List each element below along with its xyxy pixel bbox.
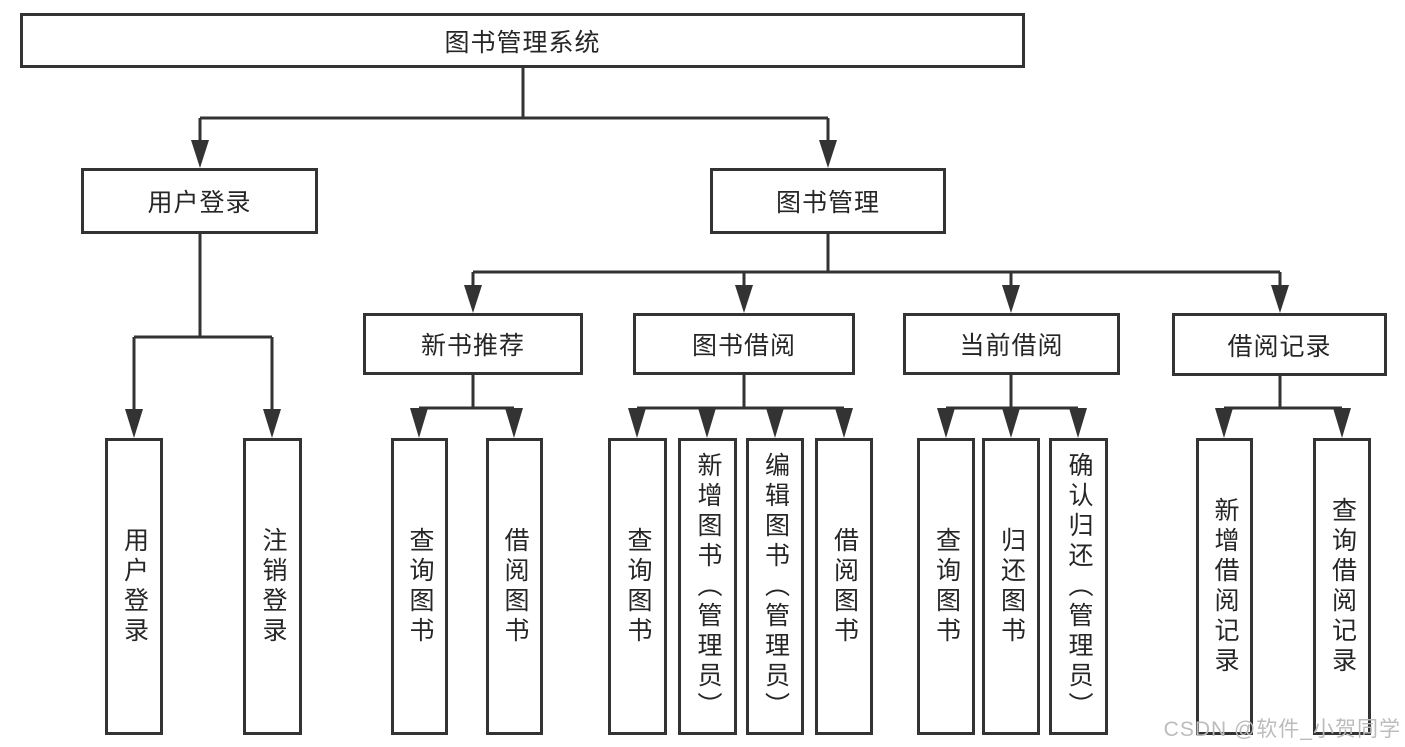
arrow-down-icon [125, 409, 143, 438]
arrow-down-icon [698, 408, 716, 438]
leaf-current-return-book: 归还图书 [982, 438, 1040, 735]
arrow-down-icon [819, 140, 837, 168]
node-book-borrow: 图书借阅 [633, 313, 855, 375]
arrow-down-icon [464, 285, 482, 313]
watermark: CSDN @软件_小贺同学 [1163, 718, 1401, 741]
arrow-down-icon [628, 408, 646, 438]
node-root: 图书管理系统 [20, 13, 1025, 68]
node-book-management: 图书管理 [710, 168, 946, 234]
arrow-down-icon [835, 408, 853, 438]
arrow-down-icon [263, 409, 281, 438]
arrow-down-icon [410, 408, 428, 438]
leaf-newrec-query-book: 查询图书 [391, 438, 448, 735]
leaf-record-query-record: 查询借阅记录 [1313, 438, 1371, 735]
arrow-down-icon [735, 285, 753, 313]
leaf-record-add-record: 新增借阅记录 [1196, 438, 1253, 735]
leaf-user-login: 用户登录 [105, 438, 163, 735]
arrow-down-icon [1215, 408, 1233, 438]
node-current-borrow: 当前借阅 [903, 313, 1120, 375]
leaf-logout: 注销登录 [243, 438, 302, 735]
leaf-newrec-borrow-book: 借阅图书 [486, 438, 543, 735]
arrow-down-icon [937, 408, 955, 438]
arrow-down-icon [766, 408, 784, 438]
arrow-down-icon [505, 408, 523, 438]
leaf-borrow-borrow-book: 借阅图书 [815, 438, 873, 735]
leaf-current-confirm-return-admin: 确认归还（管理员） [1049, 438, 1108, 735]
arrow-down-icon [1002, 408, 1020, 438]
arrow-down-icon [1069, 408, 1087, 438]
arrow-down-icon [1271, 285, 1289, 313]
arrow-down-icon [1002, 285, 1020, 313]
node-borrow-record: 借阅记录 [1172, 313, 1387, 376]
leaf-current-query-book: 查询图书 [917, 438, 975, 735]
leaf-borrow-edit-book-admin: 编辑图书（管理员） [746, 438, 804, 735]
leaf-borrow-query-book: 查询图书 [608, 438, 667, 735]
arrow-down-icon [1333, 408, 1351, 438]
node-new-book-recommend: 新书推荐 [363, 313, 583, 375]
arrowhead-icons [125, 140, 1351, 438]
arrow-down-icon [191, 140, 209, 168]
leaf-borrow-add-book-admin: 新增图书（管理员） [678, 438, 737, 735]
node-user-login: 用户登录 [81, 168, 318, 234]
